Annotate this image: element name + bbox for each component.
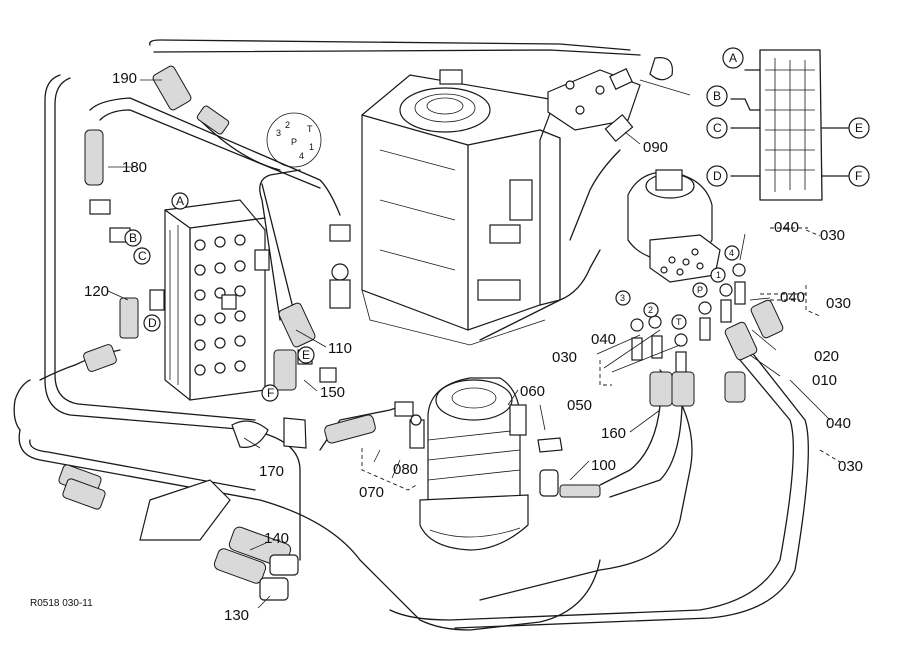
part-040b: 040 [780,289,805,306]
part-080: 080 [393,461,418,478]
circle-markers [124,47,870,402]
inset-port-4: 4 [299,151,304,161]
pilot-port-t: T [676,317,682,327]
figure-code: R0518 030-11 [30,598,93,609]
leader-lines [107,79,831,609]
pilot-port-2: 2 [648,305,653,315]
part-030c: 030 [552,349,577,366]
letter-f-key: F [855,169,862,183]
letter-d-valve: D [148,316,157,330]
letter-e-key: E [855,121,863,135]
pilot-port-4: 4 [729,248,734,258]
pattern-key [730,49,849,201]
valve-spools [194,234,246,376]
part-070: 070 [359,484,384,501]
part-060: 060 [520,383,545,400]
part-040c: 040 [591,331,616,348]
inset-port-t: T [307,124,313,134]
top-bracket [547,57,673,143]
pilot-port-1: 1 [716,270,721,280]
part-040a: 040 [774,219,799,236]
part-040d: 040 [826,415,851,432]
part-140: 140 [264,530,289,547]
part-160: 160 [601,425,626,442]
letter-d-key: D [713,169,722,183]
group-outlines [361,227,841,491]
part-110: 110 [328,340,352,357]
part-050: 050 [567,397,592,414]
part-020: 020 [814,348,839,365]
pilot-fittings [599,263,784,498]
letter-b-valve: B [129,231,137,245]
part-090: 090 [643,139,668,156]
part-030a: 030 [820,227,845,244]
port-mark-labels: 3 2 P T 1 4 4 1 P 3 2 T [276,120,734,327]
part-190: 190 [112,70,137,87]
port-inset [266,112,322,168]
letter-f-valve: F [267,386,274,400]
inset-port-3: 3 [276,128,281,138]
part-170: 170 [259,463,284,480]
inset-port-p: P [291,137,297,147]
part-180: 180 [122,159,147,176]
inset-port-2: 2 [285,120,290,130]
connection-letter-labels: A B C D E F A B C D E F [129,51,863,400]
letter-c-valve: C [138,249,147,263]
part-labels: 010 020 030 030 030 030 040 040 040 040 … [30,70,863,624]
letter-e-valve: E [302,348,310,362]
control-valve [149,199,270,401]
part-010: 010 [812,372,837,389]
inset-port-1: 1 [309,142,314,152]
letter-a-key: A [729,51,737,65]
pilot-port-p: P [697,285,703,295]
part-130: 130 [224,607,249,624]
hydraulic-tank [329,69,561,346]
letter-a-valve: A [176,194,184,208]
hose-routing [13,39,809,631]
part-030b: 030 [826,295,851,312]
swivel-motor [409,377,529,551]
letter-b-key: B [713,89,721,103]
part-030d: 030 [838,458,863,475]
part-150: 150 [320,384,345,401]
part-120: 120 [84,283,109,300]
part-100: 100 [591,457,616,474]
letter-c-key: C [713,121,722,135]
pilot-port-3: 3 [620,293,625,303]
pilot-valve [627,169,721,283]
